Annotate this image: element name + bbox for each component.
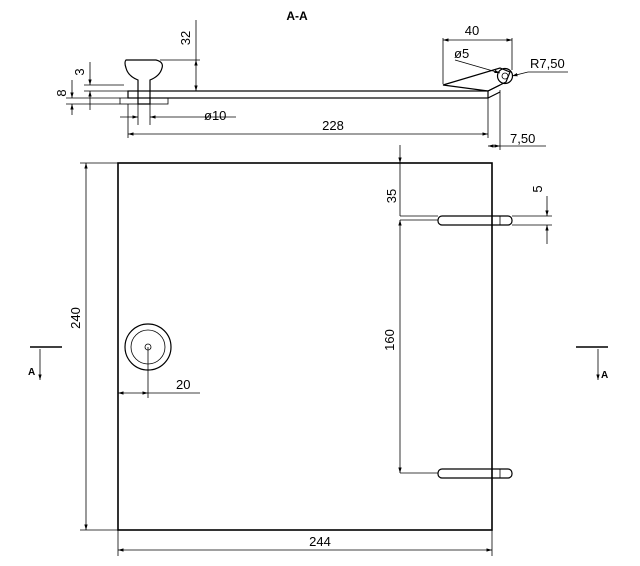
section-marker-label-right: A [601,370,608,381]
hinge-pin-hole [501,72,509,80]
dim-dia-10: ø10 [204,108,226,123]
dim-length-228: 228 [322,118,344,133]
section-view [119,59,514,105]
hinge-pin-circle [496,67,514,85]
dim-height-240: 240 [68,307,83,329]
front-dimensions: 240 35 160 5 20 244 [68,145,552,556]
knob-washer [119,97,169,105]
section-marker-left: A [28,346,62,380]
hinge-top [437,215,513,226]
hinge-bottom [437,468,513,479]
dim-offset-7-5: 7,50 [510,131,535,146]
dim-hinge-5: 5 [530,185,545,192]
dim-width-40: 40 [465,23,479,38]
section-dimensions: 32 40 ø5 R7,50 3 8 ø10 22 [54,20,568,150]
dim-width-244: 244 [309,534,331,549]
section-title: A-A [286,9,308,23]
front-view [117,162,513,531]
knob-section [124,59,163,105]
dim-thick-8: 8 [54,89,69,96]
section-marker-right: A [576,346,608,381]
door-outline [117,162,493,531]
section-marker-label-left: A [28,367,35,378]
dim-dia-5: ø5 [454,46,469,61]
dim-offset-35: 35 [384,189,399,203]
dim-height-32: 32 [178,31,193,45]
dim-thick-3: 3 [72,68,87,75]
dim-knob-offset-20: 20 [176,377,190,392]
plate-edge-line-lower [487,91,501,99]
hinge-arm-section [442,67,511,92]
door-plate-section [127,90,489,99]
dim-radius-7-5: R7,50 [530,56,565,71]
dim-spacing-160: 160 [382,329,397,351]
